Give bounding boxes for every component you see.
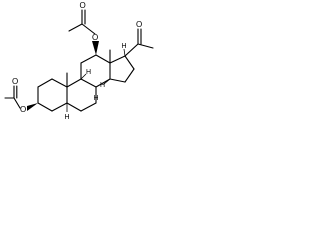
- ring-a: [37, 78, 68, 112]
- ring-b: [66, 78, 97, 112]
- ring-c: [80, 54, 111, 88]
- h-label-9: H: [100, 82, 105, 89]
- o-acetyl-left-ester: O: [20, 105, 26, 114]
- h-label-5: H: [65, 114, 70, 121]
- o-acetyl-top-carbonyl: O: [80, 1, 86, 10]
- methyl-groups: [66, 49, 111, 88]
- acetyl-side-chain: [124, 28, 154, 57]
- stereo-bonds: [66, 48, 126, 112]
- o-acetyl-top-ester: O: [92, 33, 98, 42]
- h-label-8: H: [94, 95, 99, 102]
- h-label-17: H: [122, 43, 127, 50]
- o-acetyl-left-carbonyl: O: [12, 77, 18, 86]
- left-acetoxy-group: [4, 85, 38, 111]
- ring-d: [109, 55, 135, 83]
- molecule-diagram: O O O O O H H H H H: [0, 0, 194, 136]
- o-ketone: O: [136, 20, 142, 29]
- top-acetoxy-group: [68, 9, 99, 55]
- steroid-structure: O O O O O H H H H H: [4, 1, 154, 121]
- h-label-14: H: [86, 69, 91, 76]
